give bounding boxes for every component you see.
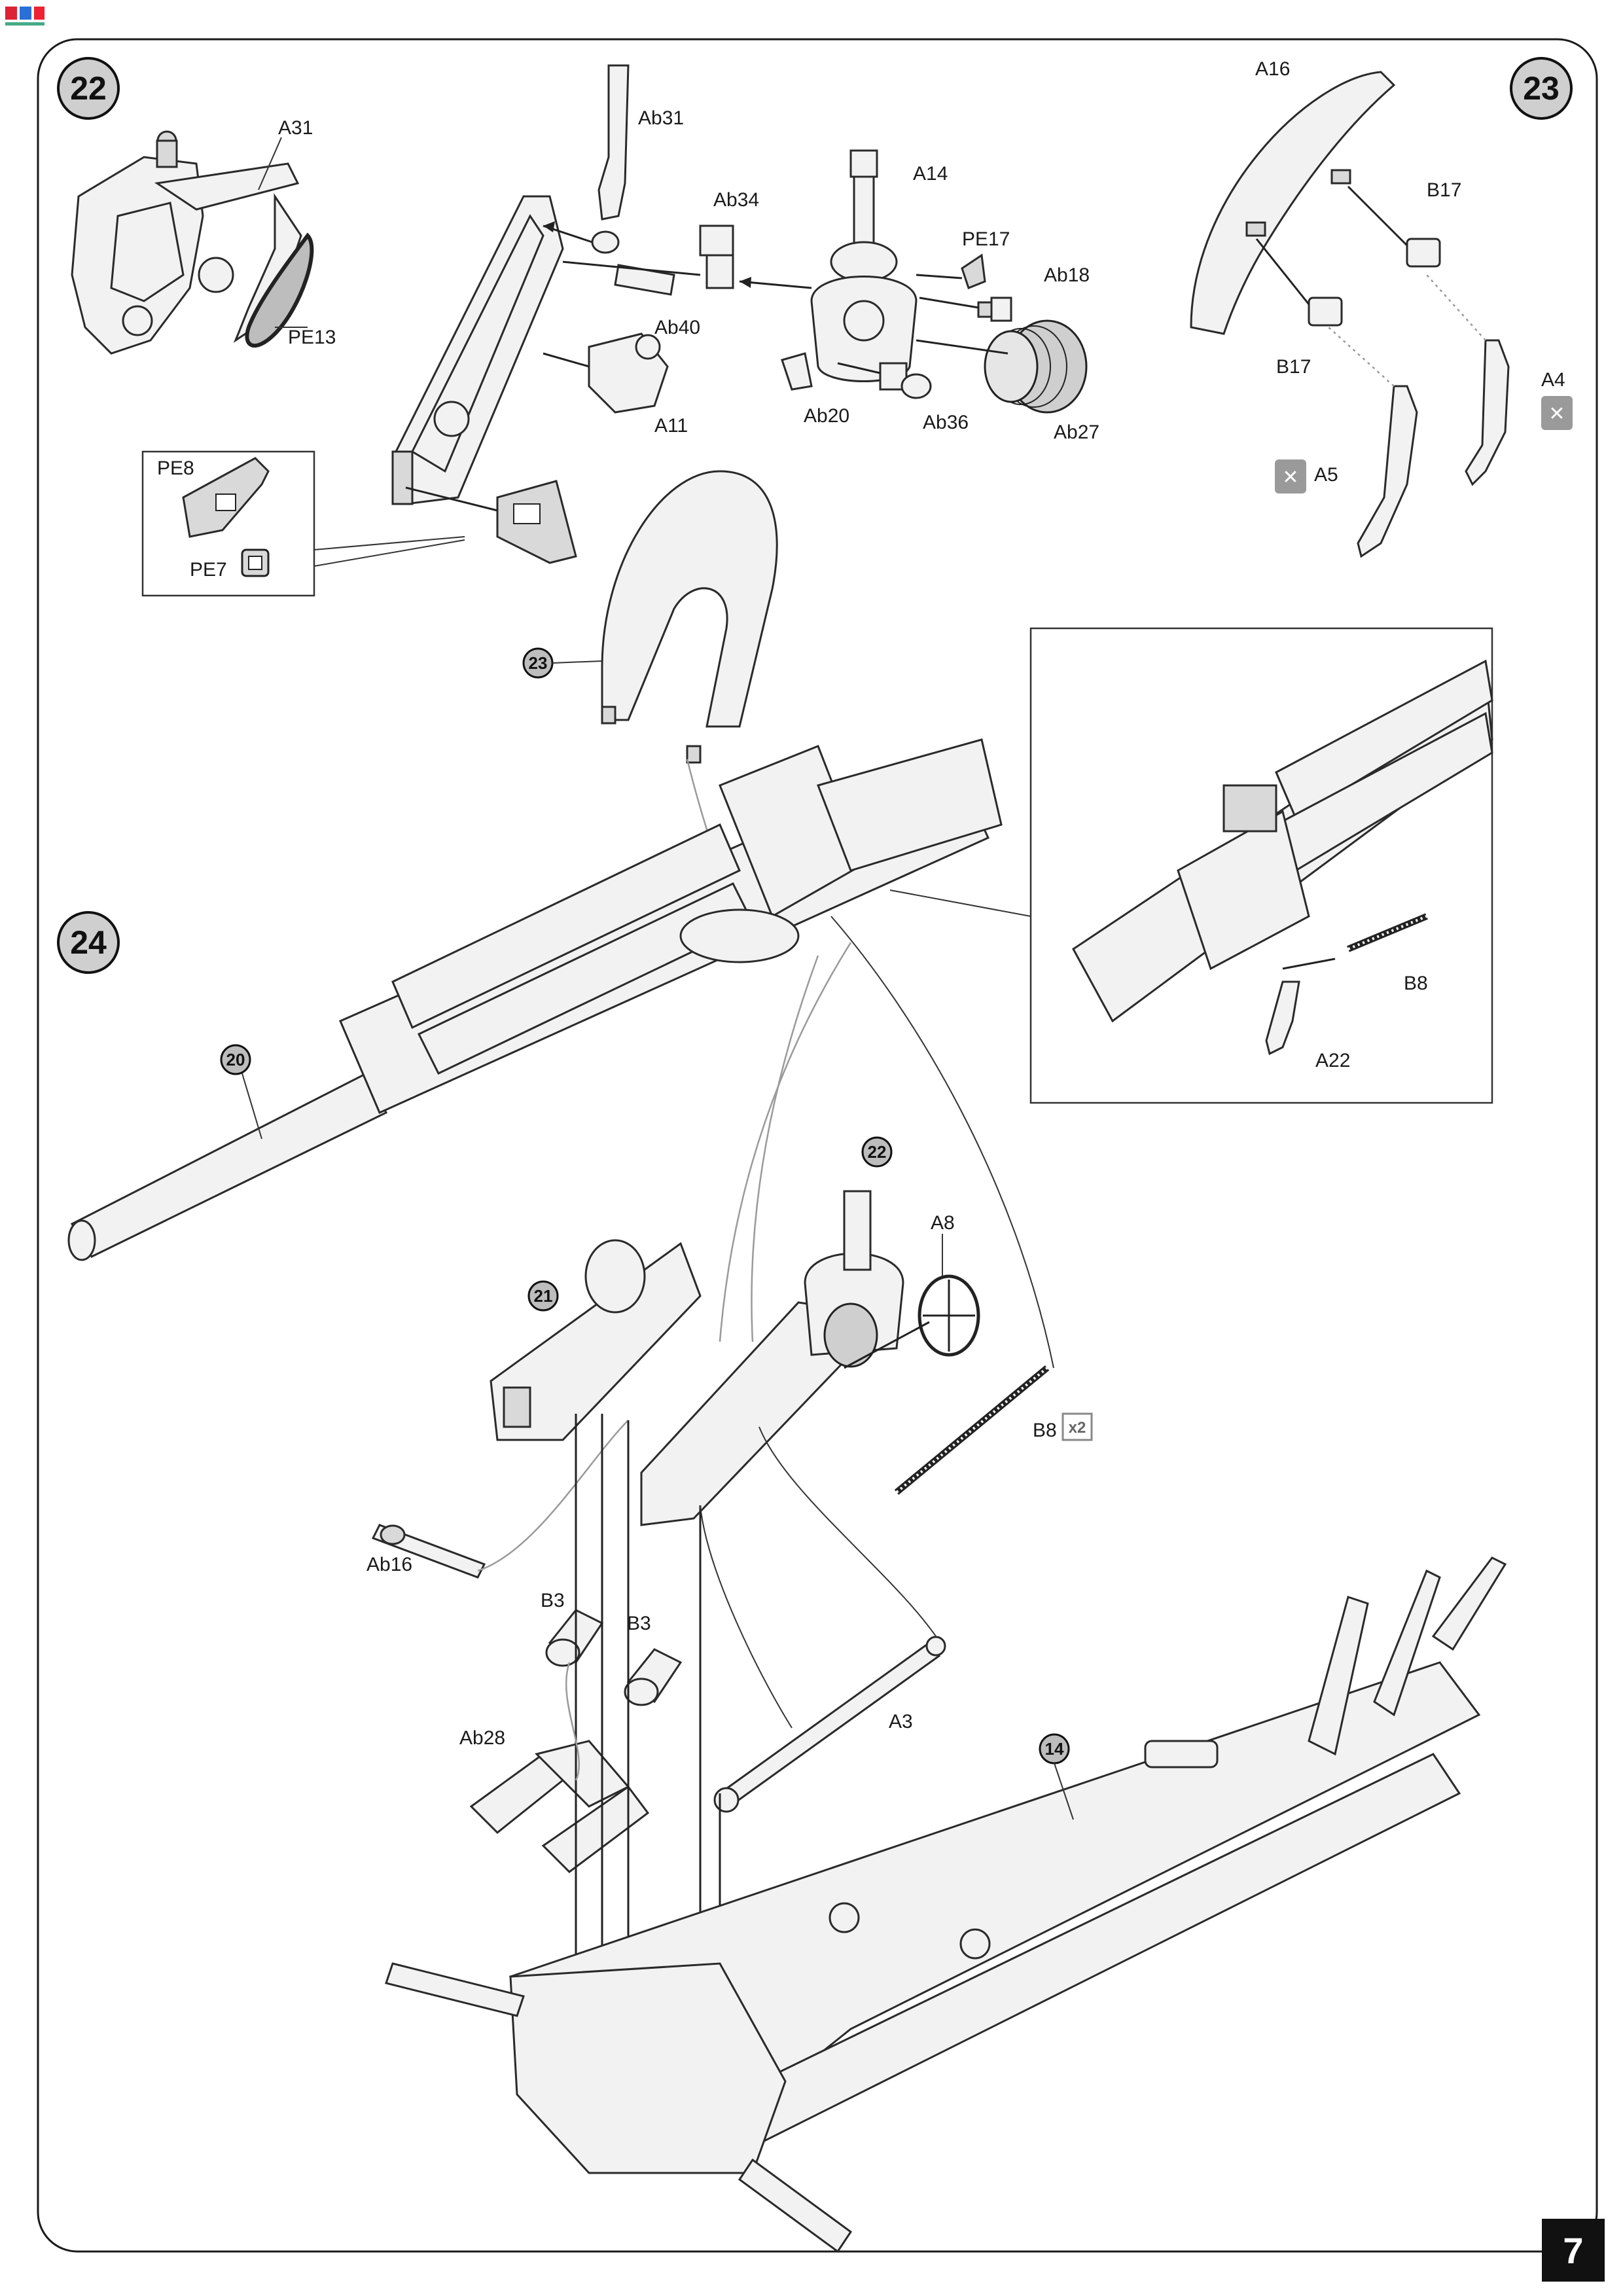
label-pe7: PE7 — [190, 559, 227, 581]
part-ab40-drawing — [614, 264, 675, 296]
label-a22: A22 — [1315, 1050, 1350, 1071]
step-23-badge: 23 — [1510, 57, 1573, 120]
part-b3-left-drawing — [545, 1609, 604, 1667]
label-b8-detail: B8 — [1404, 973, 1428, 994]
part-b3-right-drawing — [624, 1648, 683, 1706]
svg-text:✕: ✕ — [1282, 467, 1298, 488]
label-b17-bottom: B17 — [1276, 356, 1311, 378]
label-pe8: PE8 — [157, 457, 194, 479]
svg-text:14: 14 — [1045, 1739, 1064, 1759]
part-b17-right-drawing — [1406, 238, 1441, 268]
part-pe7-drawing — [241, 548, 270, 577]
sub-ref-23: 23 — [522, 647, 554, 679]
label-ab16: Ab16 — [366, 1554, 412, 1575]
part-a31-drawing — [71, 130, 302, 355]
shield-subassembly-drawing — [601, 470, 778, 764]
step-24-badge: 24 — [57, 911, 120, 974]
svg-text:22: 22 — [70, 70, 107, 107]
quantity-x2-badge: x2 — [1061, 1412, 1093, 1441]
svg-text:✕: ✕ — [1548, 403, 1565, 425]
svg-text:21: 21 — [534, 1286, 553, 1306]
svg-text:22: 22 — [868, 1142, 887, 1162]
label-ab27: Ab27 — [1054, 422, 1099, 443]
part-pe17-drawing — [961, 253, 986, 289]
svg-text:23: 23 — [1523, 70, 1560, 107]
part-a16-shield-drawing — [1190, 71, 1396, 335]
part-pe-plate-drawing — [496, 480, 577, 564]
label-a3: A3 — [889, 1711, 913, 1732]
label-b3-right: B3 — [627, 1613, 651, 1634]
frame-assembly-22 — [391, 195, 564, 505]
part-ab27-drawing — [984, 319, 1088, 414]
label-b8-main: B8 — [1033, 1420, 1057, 1441]
label-a31: A31 — [278, 117, 313, 139]
part-ab34-drawing — [699, 224, 734, 289]
label-a14: A14 — [913, 163, 948, 185]
part-a14-drawing — [810, 149, 918, 382]
sub-ref-14: 14 — [1039, 1733, 1070, 1765]
sub-ref-21: 21 — [527, 1280, 559, 1312]
part-a8-handwheel-drawing — [918, 1274, 980, 1357]
part-a3-drawing — [713, 1636, 946, 1813]
label-a5: A5 — [1314, 464, 1338, 486]
part-a22-drawing — [1265, 980, 1300, 1056]
svg-text:x2: x2 — [1069, 1419, 1086, 1437]
label-ab36: Ab36 — [923, 412, 969, 433]
label-a11: A11 — [654, 415, 688, 437]
step-22-badge: 22 — [57, 57, 120, 120]
part-ab16-drawing — [371, 1524, 486, 1579]
part-pe13-drawing — [245, 232, 314, 348]
part-ab18-drawing — [977, 296, 1012, 322]
label-b17-top: B17 — [1427, 179, 1461, 201]
carriage-base-drawing — [385, 1556, 1507, 2253]
part-a4-drawing — [1465, 339, 1510, 486]
part-ab28-drawing — [469, 1740, 650, 1873]
remove-sprue-a4-icon: ✕ — [1541, 396, 1573, 430]
brand-logo — [4, 4, 46, 27]
right-cradle-subassembly-drawing — [640, 1190, 904, 1526]
sub-ref-22: 22 — [861, 1136, 893, 1168]
page-frame — [37, 38, 1598, 2253]
part-ab36-drawing — [879, 362, 932, 399]
label-pe17: PE17 — [962, 228, 1010, 250]
label-a16: A16 — [1255, 58, 1290, 80]
part-b8-main-drawing — [894, 1365, 1050, 1495]
detail-breech-drawing — [1072, 659, 1493, 1023]
part-a5-drawing — [1357, 385, 1418, 558]
part-pe8-drawing — [182, 457, 270, 538]
label-ab31: Ab31 — [638, 107, 684, 129]
remove-sprue-a5-icon: ✕ — [1275, 459, 1306, 493]
part-ab31-drawing — [591, 64, 630, 254]
part-ab20-drawing — [781, 352, 813, 391]
label-a8: A8 — [931, 1212, 955, 1234]
label-ab18: Ab18 — [1044, 264, 1090, 286]
label-b3-left: B3 — [541, 1590, 565, 1611]
sub-ref-20: 20 — [220, 1044, 251, 1075]
part-b17-left-drawing — [1308, 296, 1343, 327]
label-ab40: Ab40 — [654, 317, 700, 338]
label-a4: A4 — [1541, 369, 1565, 391]
label-ab20: Ab20 — [804, 405, 849, 427]
svg-text:20: 20 — [226, 1050, 245, 1069]
part-b8-detail-drawing — [1282, 913, 1428, 970]
label-ab28: Ab28 — [459, 1727, 505, 1749]
svg-text:24: 24 — [70, 924, 107, 961]
part-a11-drawing — [588, 332, 669, 414]
label-pe13: PE13 — [288, 327, 336, 348]
svg-text:23: 23 — [529, 653, 548, 673]
label-ab34: Ab34 — [713, 189, 759, 211]
gun-barrel-drawing — [67, 738, 1003, 1261]
page-number: 7 — [1542, 2219, 1605, 2282]
left-cradle-subassembly-drawing — [490, 1239, 702, 1441]
